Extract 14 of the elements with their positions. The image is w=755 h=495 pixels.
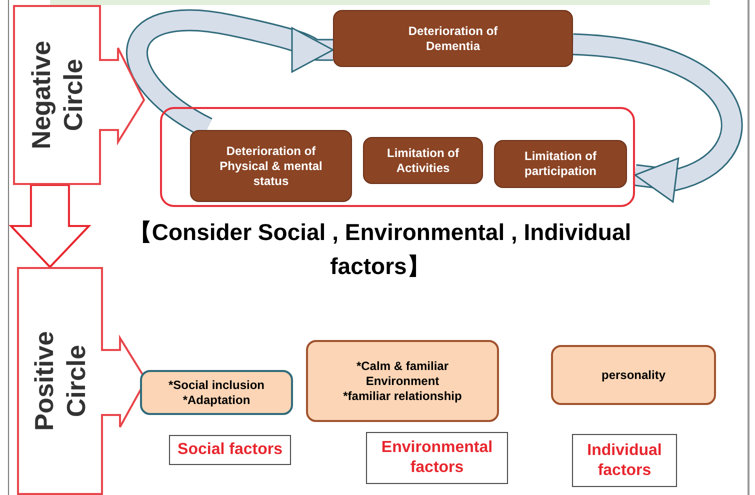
factor-box: *Social inclusion *Adaptation: [140, 370, 293, 415]
callout-box: Negative Circle: [13, 5, 145, 185]
block-arrow: [8, 184, 92, 268]
category-box: Individual factors: [572, 434, 677, 487]
factor-box: personality: [551, 345, 716, 405]
process-box: Deterioration of Dementia: [333, 10, 573, 67]
process-box: Deterioration of Physical & mental status: [190, 130, 352, 202]
curved-arrow: [572, 33, 743, 203]
process-box: Limitation of participation: [494, 140, 627, 188]
factor-box: *Calm & familiar Environment *familiar relationship: [306, 340, 499, 422]
category-box: Environmental factors: [366, 432, 508, 484]
category-box: Social factors: [169, 435, 291, 465]
process-box: Limitation of Activities: [363, 137, 483, 184]
group-box: [160, 107, 635, 207]
